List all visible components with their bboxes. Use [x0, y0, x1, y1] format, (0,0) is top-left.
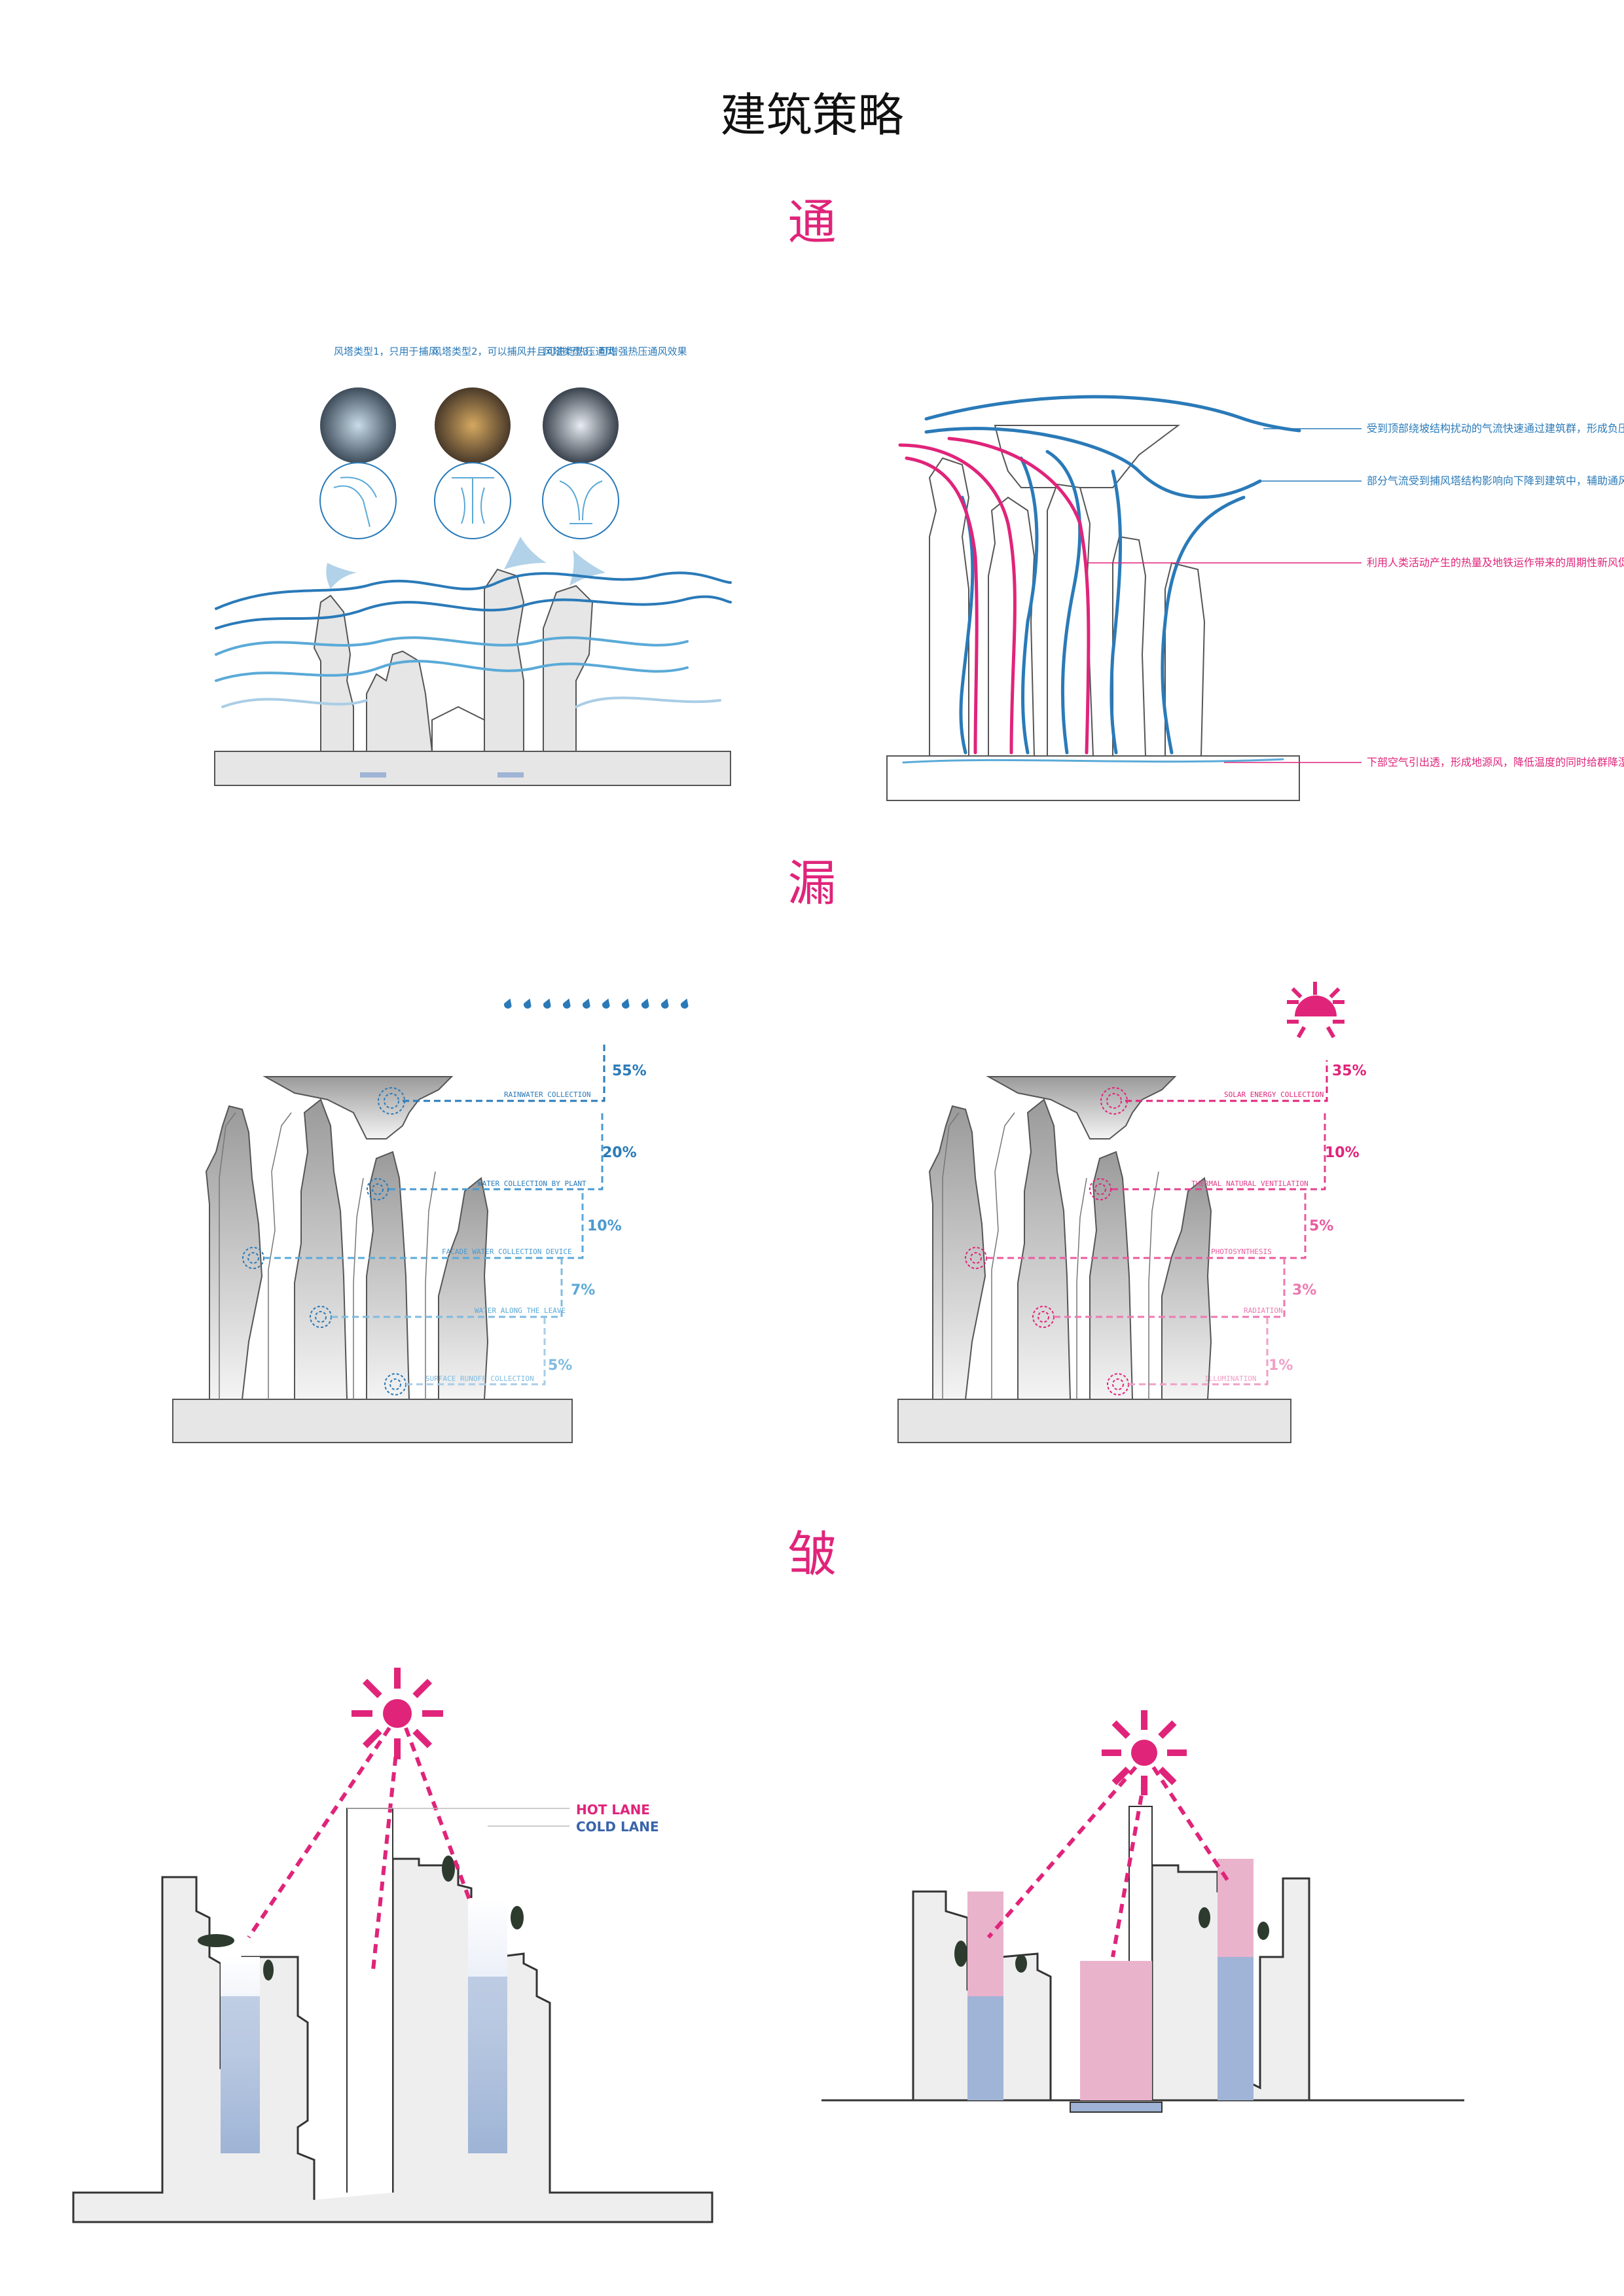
sun-icon — [352, 1668, 443, 1759]
solar-percent-5: 1% — [1269, 1357, 1293, 1374]
hot-lane-label: HOT LANE — [576, 1802, 650, 1818]
tower-type-3-label: 风塔类型3，可增强热压通风效果 — [543, 346, 687, 357]
tower-type-1-diagram — [319, 462, 397, 539]
tong-left-diagram: 风塔类型1，只用于捕风 风塔类型2，可以捕风并且可进行热压通风 风塔类型3，可增… — [214, 346, 732, 786]
solar-percent-1: 35% — [1332, 1063, 1367, 1079]
rain-percent-1: 55% — [612, 1063, 647, 1079]
tong-right-diagram: 受到顶部绕坡结构扰动的气流快速通过建筑群，形成负压区，造成诱导效应强化热压通风 … — [886, 395, 1624, 801]
rain-label-1: RAINWATER COLLECTION — [504, 1090, 590, 1099]
section-heading-po: 皱 — [787, 1526, 837, 1583]
rain-percent-2: 20% — [602, 1145, 637, 1161]
sun-icon — [1287, 982, 1344, 1039]
page-title: 建筑策略 — [720, 88, 904, 142]
rain-percent-4: 7% — [571, 1282, 595, 1299]
rain-percent-5: 5% — [548, 1357, 572, 1374]
rain-label-2: WATER COLLECTION BY PLANT — [478, 1179, 586, 1188]
section-heading-tong: 通 — [787, 194, 837, 251]
solar-label-2: THERMAL NATURAL VENTILATION — [1191, 1179, 1308, 1188]
tower-type-2-diagram — [434, 462, 511, 539]
tong-note-1: 受到顶部绕坡结构扰动的气流快速通过建筑群，形成负压区，造成诱导效应强化热压通风 — [1367, 422, 1624, 435]
solar-label-3: PHOTOSYNTHESIS — [1211, 1247, 1272, 1256]
tower-type-2-label: 风塔类型2，可以捕风并且可进行热压通风 — [432, 346, 615, 357]
tower-type-1-label: 风塔类型1，只用于捕风 — [334, 346, 439, 357]
solar-percent-4: 3% — [1292, 1282, 1316, 1299]
lou-left-diagram: RAINWATER COLLECTION WATER COLLECTION BY… — [172, 998, 689, 1443]
solar-percent-3: 5% — [1309, 1218, 1333, 1234]
cold-lane-label: COLD LANE — [576, 1819, 659, 1835]
solar-label-5: ILLUMINATION — [1204, 1374, 1256, 1383]
tong-note-4: 下部空气引出透，形成地源风，降低温度的同时给群降湿 — [1367, 756, 1624, 768]
po-left-diagram: HOT LANE COLD LANE — [72, 1668, 713, 2223]
rain-label-4: WATER ALONG THE LEAVE — [475, 1306, 566, 1315]
tower-type-2-photo — [435, 387, 511, 463]
solar-label-4: RADIATION — [1244, 1306, 1283, 1315]
po-right-diagram — [821, 1710, 1464, 2113]
section-heading-lou: 漏 — [787, 855, 837, 912]
tong-note-3: 利用人类活动产生的热量及地铁运作带来的周期性新风促进热压通风 — [1367, 556, 1624, 569]
tong-note-2: 部分气流受到捕风塔结构影响向下降到建筑中，辅助通风 — [1367, 475, 1624, 487]
rain-label-3: FACADE WATER COLLECTION DEVICE — [442, 1247, 572, 1256]
tower-type-3-photo — [543, 387, 619, 463]
rain-percent-3: 10% — [587, 1218, 622, 1234]
rain-icon — [504, 998, 689, 1009]
solar-label-1: SOLAR ENERGY COLLECTION — [1224, 1090, 1324, 1099]
tower-type-3-diagram — [542, 462, 619, 539]
tower-type-1-photo — [320, 387, 396, 463]
rain-label-5: SURFACE RUNOFF COLLECTION — [425, 1374, 534, 1383]
solar-percent-2: 10% — [1325, 1145, 1360, 1161]
lou-right-diagram: SOLAR ENERGY COLLECTION THERMAL NATURAL … — [897, 982, 1367, 1443]
